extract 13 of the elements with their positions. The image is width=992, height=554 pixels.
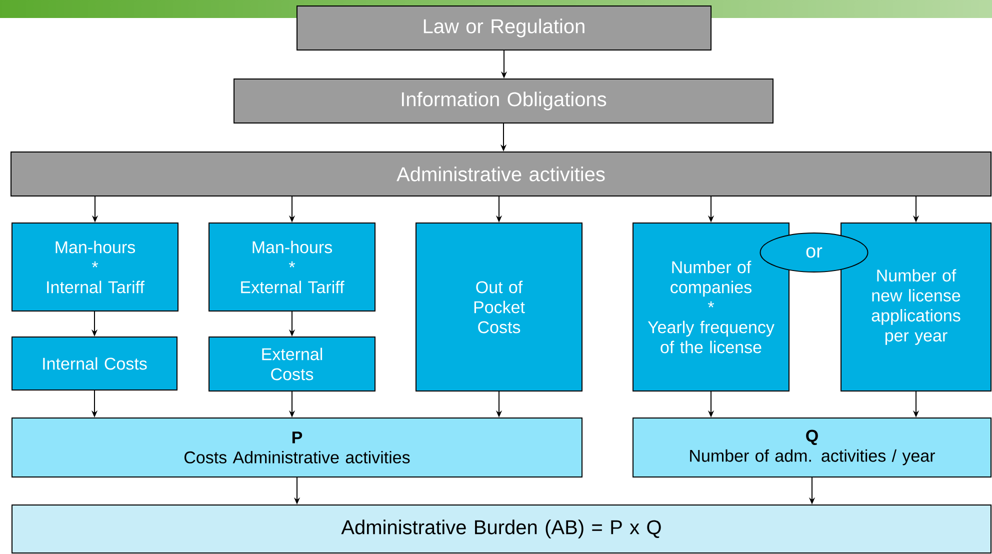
process-box: Out of Pocket Costs (416, 222, 582, 392)
process-box: Man-hours * External Tariff (208, 222, 376, 312)
process-box: External Costs (208, 336, 376, 392)
process-box: Man-hours * Internal Tariff (12, 222, 178, 312)
process-box: Law or Regulation (296, 6, 712, 50)
process-box: Information Obligations (234, 78, 774, 124)
process-box: Number of companies * Yearly frequency of the license (632, 222, 790, 392)
result-box: Administrative Burden (AB) = P x Q (12, 504, 992, 554)
result-box: Q Number of adm. activities / year (632, 418, 992, 478)
result-box: P Costs Administrative activities (12, 418, 582, 478)
process-box: Number of new license applications per year (840, 222, 992, 392)
process-box: Administrative activities (10, 152, 992, 196)
process-box: Internal Costs (12, 336, 178, 390)
